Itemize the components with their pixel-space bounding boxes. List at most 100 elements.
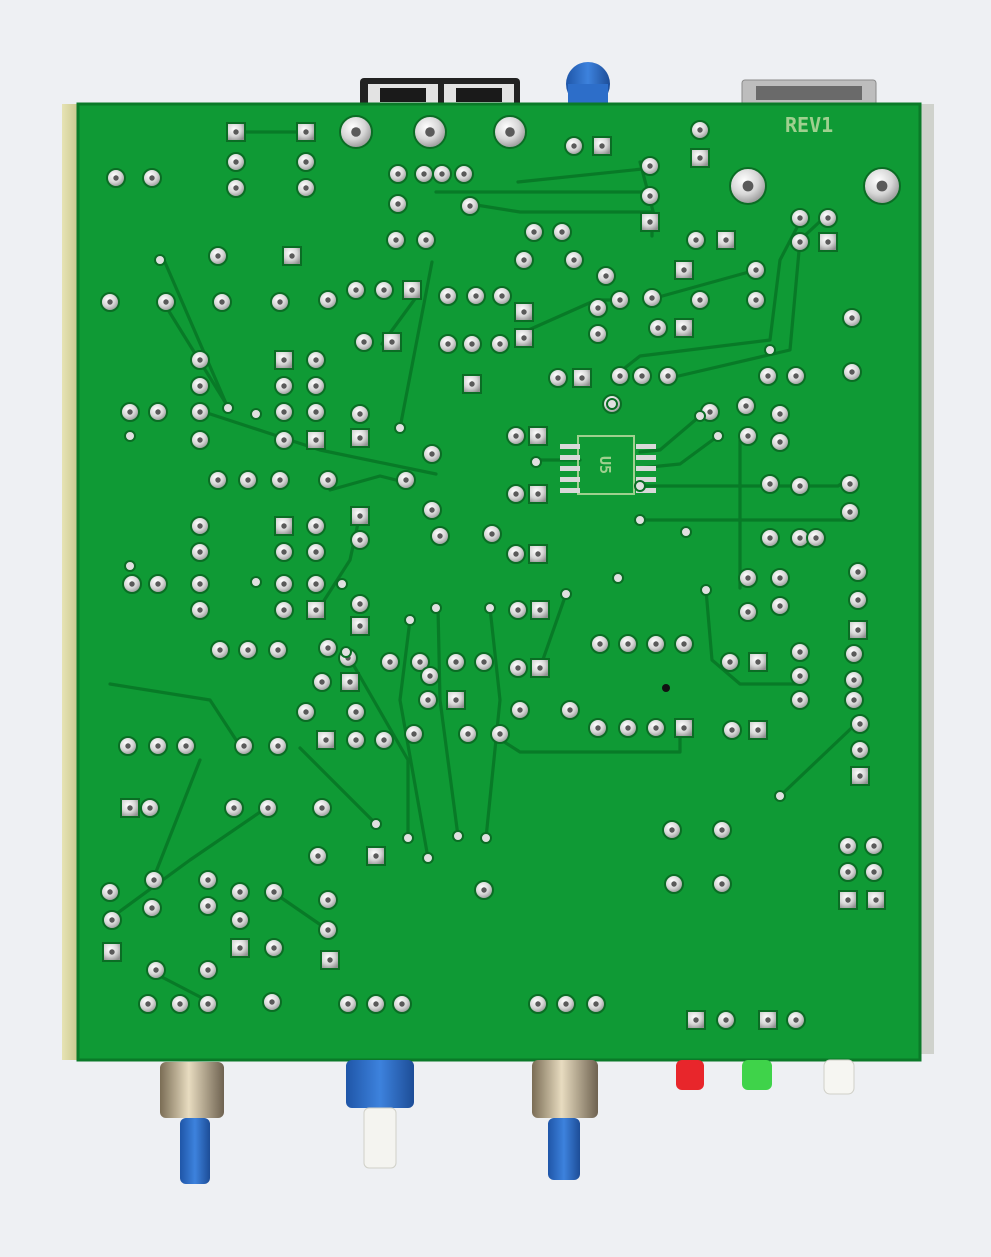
via bbox=[774, 790, 786, 802]
pad-hole bbox=[403, 477, 409, 483]
ic-pin bbox=[560, 455, 580, 460]
pad-hole bbox=[665, 373, 671, 379]
pad-hole bbox=[851, 651, 857, 657]
trace bbox=[538, 592, 568, 670]
via bbox=[634, 480, 646, 492]
ic-pin bbox=[636, 455, 656, 460]
pad-hole bbox=[797, 649, 803, 655]
pad-hole bbox=[205, 967, 211, 973]
pad-hole bbox=[537, 665, 543, 671]
led-red bbox=[676, 1060, 704, 1090]
pad-hole bbox=[197, 607, 203, 613]
pad-hole bbox=[595, 331, 601, 337]
via bbox=[250, 576, 262, 588]
pad-hole bbox=[107, 299, 113, 305]
trace bbox=[150, 758, 202, 884]
pad-hole bbox=[467, 203, 473, 209]
pad-hole bbox=[437, 533, 443, 539]
pad-hole bbox=[357, 537, 363, 543]
pad-hole bbox=[453, 659, 459, 665]
pad-hole bbox=[219, 299, 225, 305]
pad-hole bbox=[425, 697, 431, 703]
pad-hole bbox=[719, 881, 725, 887]
pad-hole bbox=[871, 869, 877, 875]
pad-hole bbox=[647, 163, 653, 169]
pad-hole bbox=[411, 731, 417, 737]
pad-hole bbox=[777, 439, 783, 445]
pad-hole bbox=[469, 381, 475, 387]
pad-hole bbox=[825, 239, 831, 245]
trace bbox=[646, 268, 758, 302]
pad-hole bbox=[597, 641, 603, 647]
pad-hole bbox=[205, 1001, 211, 1007]
via bbox=[530, 456, 542, 468]
pad-hole bbox=[497, 731, 503, 737]
pad-hole bbox=[417, 659, 423, 665]
ic-pin bbox=[636, 466, 656, 471]
pad-hole bbox=[765, 373, 771, 379]
pad-hole bbox=[849, 315, 855, 321]
solder-pads bbox=[100, 115, 901, 1030]
pad-hole bbox=[381, 287, 387, 293]
pad-hole bbox=[351, 127, 361, 137]
trace bbox=[344, 650, 410, 840]
pad-hole bbox=[469, 341, 475, 347]
pad-hole bbox=[325, 297, 331, 303]
pad-hole bbox=[125, 743, 131, 749]
ic-pin bbox=[560, 444, 580, 449]
pad-hole bbox=[847, 509, 853, 515]
pad-hole bbox=[595, 725, 601, 731]
bottom-controls bbox=[160, 1059, 855, 1184]
pad-hole bbox=[303, 159, 309, 165]
trace bbox=[398, 618, 430, 860]
pad-hole bbox=[505, 127, 515, 137]
pad-hole bbox=[265, 805, 271, 811]
pad-hole bbox=[521, 335, 527, 341]
trace bbox=[154, 972, 208, 1002]
pad-hole bbox=[873, 897, 879, 903]
trace bbox=[496, 726, 682, 754]
pad-hole bbox=[107, 889, 113, 895]
pad-hole bbox=[707, 409, 713, 415]
pad-hole bbox=[681, 325, 687, 331]
pad-hole bbox=[151, 877, 157, 883]
pad-hole bbox=[793, 1017, 799, 1023]
pad-hole bbox=[205, 903, 211, 909]
via bbox=[402, 832, 414, 844]
pad-hole bbox=[489, 531, 495, 537]
pad-hole bbox=[521, 309, 527, 315]
pad-hole bbox=[429, 451, 435, 457]
pad-hole bbox=[149, 905, 155, 911]
pad-hole bbox=[319, 679, 325, 685]
pad-hole bbox=[845, 897, 851, 903]
pad-hole bbox=[849, 369, 855, 375]
pad-hole bbox=[439, 171, 445, 177]
pad-hole bbox=[871, 843, 877, 849]
pad-hole bbox=[535, 1001, 541, 1007]
pad-hole bbox=[271, 889, 277, 895]
pad-hole bbox=[797, 697, 803, 703]
pad-hole bbox=[671, 881, 677, 887]
pad-hole bbox=[387, 659, 393, 665]
pad-hole bbox=[399, 1001, 405, 1007]
pad-hole bbox=[325, 897, 331, 903]
pad-hole bbox=[465, 731, 471, 737]
ic-label-u5: U5 bbox=[596, 456, 614, 474]
pad-hole bbox=[155, 581, 161, 587]
ic-pin bbox=[636, 444, 656, 449]
pad-hole bbox=[697, 155, 703, 161]
via bbox=[634, 514, 646, 526]
via bbox=[694, 410, 706, 422]
pad-hole bbox=[767, 481, 773, 487]
pad-hole bbox=[197, 357, 203, 363]
pad-hole bbox=[617, 373, 623, 379]
pad-hole bbox=[313, 437, 319, 443]
pad-hole bbox=[697, 127, 703, 133]
pad-hole bbox=[453, 697, 459, 703]
pad-hole bbox=[845, 843, 851, 849]
pad-hole bbox=[559, 229, 565, 235]
pad-hole bbox=[617, 297, 623, 303]
pad-hole bbox=[353, 287, 359, 293]
via bbox=[124, 560, 136, 572]
pad-hole bbox=[281, 581, 287, 587]
